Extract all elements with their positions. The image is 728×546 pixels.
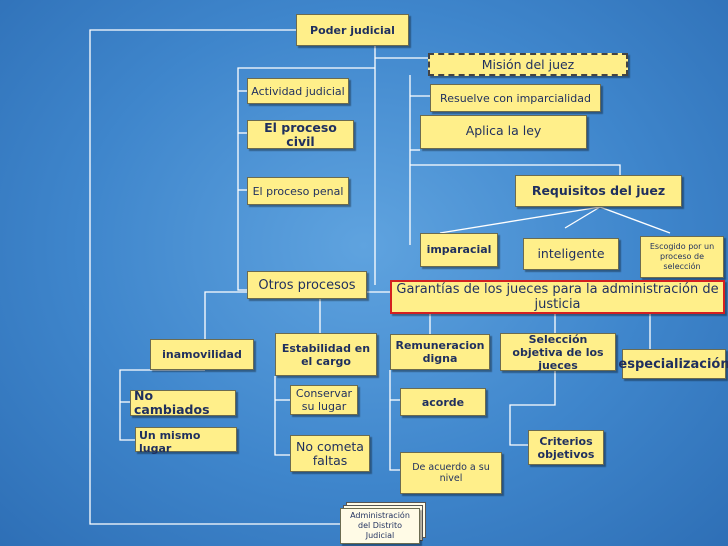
conservar-box: Conservar su lugar	[290, 385, 358, 415]
proceso-penal-box: El proceso penal	[247, 177, 349, 205]
resuelve-box: Resuelve con imparcialidad	[430, 84, 601, 112]
escogido-box: Escogido por un proceso de selección	[640, 236, 724, 278]
remuneracion-box: Remuneracion digna	[390, 334, 490, 370]
requisitos-juez-box: Requisitos del juez	[515, 175, 682, 207]
administracion-box: Administración del Distrito Judicial	[340, 508, 420, 544]
un-mismo-lugar-box: Un mismo lugar	[135, 427, 237, 455]
aplica-ley-box: Aplica la ley	[420, 115, 587, 149]
otros-procesos-box: Otros procesos	[247, 271, 367, 299]
criterios-box: Criterios objetivos	[528, 430, 604, 465]
de-acuerdo-box: De acuerdo a su nivel	[400, 452, 502, 494]
especializacion-box: especialización	[618, 349, 728, 379]
no-cometa-box: No cometa faltas	[290, 435, 370, 472]
imparacial-box: imparacial	[420, 233, 498, 267]
actividad-judicial-box: Actividad judicial	[247, 78, 349, 104]
mision-juez-box: Misión del juez	[428, 53, 628, 76]
poder-judicial-box: Poder judicial	[296, 14, 409, 46]
garantias-box: Garantías de los jueces para la administ…	[390, 280, 725, 314]
inteligente-box: inteligente	[523, 238, 619, 270]
proceso-civil-box: El proceso civil	[247, 120, 354, 149]
estabilidad-box: Estabilidad en el cargo	[275, 333, 377, 376]
acorde-box: acorde	[400, 388, 486, 416]
seleccion-box: Selección objetiva de los jueces	[500, 333, 616, 372]
no-cambiados-box: No cambiados	[130, 389, 236, 417]
inamovilidad-box: inamovilidad	[150, 339, 254, 370]
